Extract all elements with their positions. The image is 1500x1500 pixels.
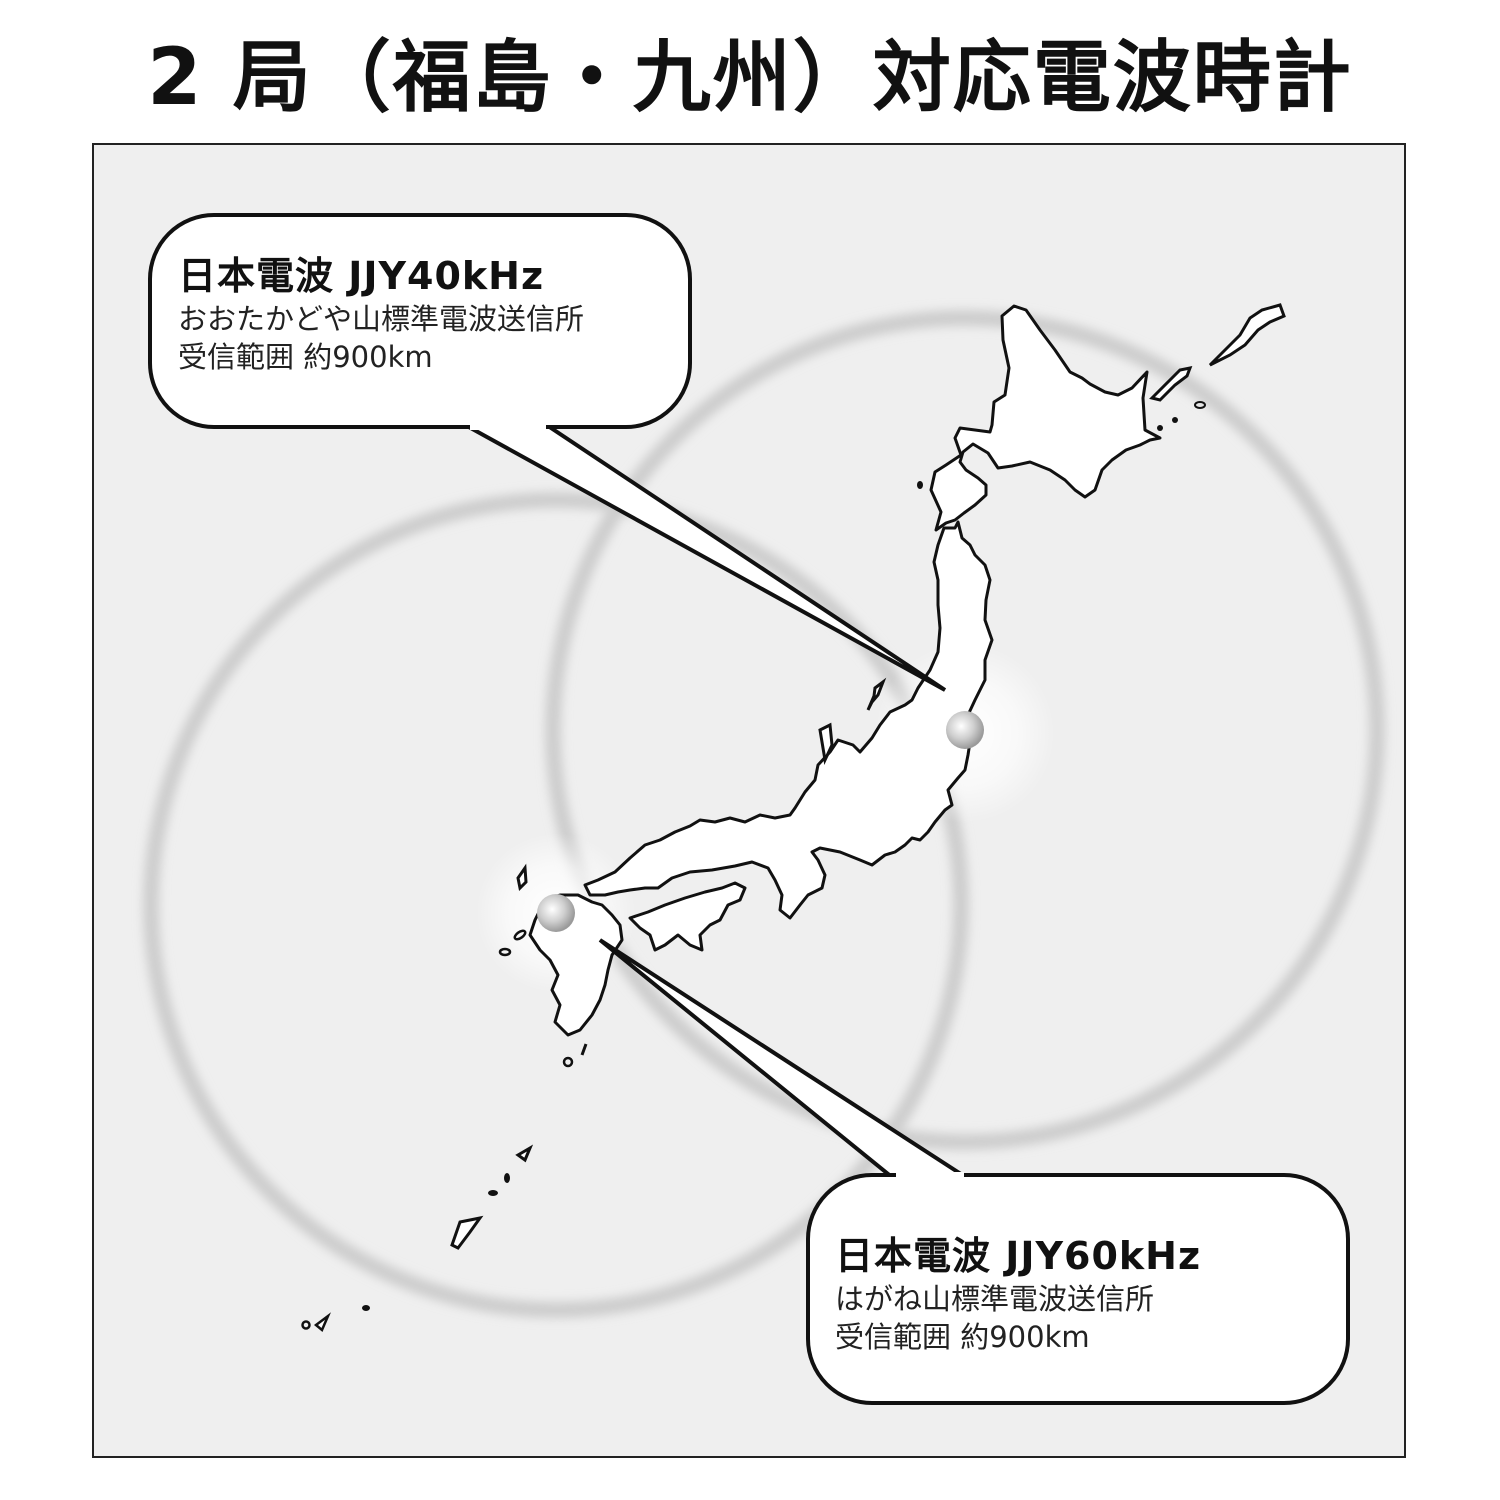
station-heading: 日本電波 JJY60kHz [835,1234,1202,1278]
station-site: はがね山標準電波送信所 [835,1282,1155,1316]
shikoku-outline [628,881,747,952]
callout-text-kyushu: 日本電波 JJY60kHz はがね山標準電波送信所 受信範囲 約900km [835,1225,1201,1356]
coverage-ring-fukushima [545,310,1385,1150]
station-heading: 日本電波 JJY40kHz [178,254,545,298]
station-range: 受信範囲 約900km [178,340,433,374]
station-marker-kyushu-icon [537,894,575,932]
callout-pointer-fukushima [466,424,947,692]
station-marker-fukushima-icon [946,711,984,749]
station-range: 受信範囲 約900km [835,1320,1090,1354]
callout-bubble-kyushu [806,1173,1350,1405]
callout-bubble-fukushima [148,213,692,429]
page-title: 2 局（福島・九州）対応電波時計 [147,33,1353,123]
coverage-ring-kyushu [143,492,969,1318]
hokkaido-outline [929,304,1162,532]
callout-pointer-kyushu [598,938,974,1180]
callout-text-fukushima: 日本電波 JJY40kHz おおたかどや山標準電波送信所 受信範囲 約900km [178,245,584,376]
station-site: おおたかどや山標準電波送信所 [178,302,585,336]
